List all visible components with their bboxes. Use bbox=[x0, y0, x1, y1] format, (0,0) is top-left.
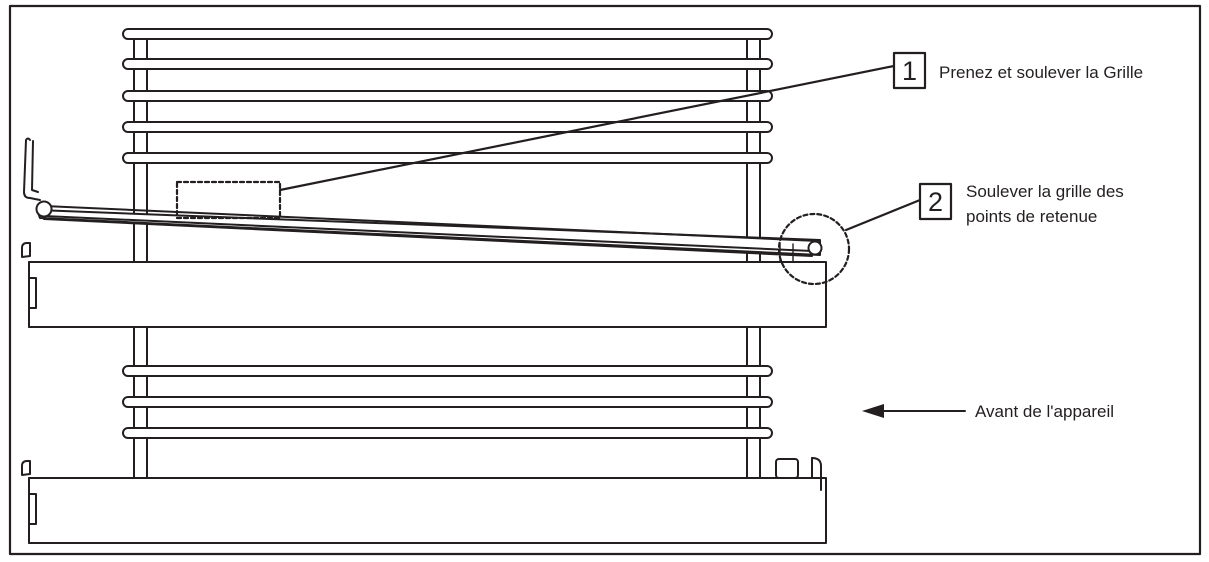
callout-2-text-line-2: points de retenue bbox=[966, 207, 1098, 226]
callout-1-leader bbox=[278, 64, 896, 192]
callout-2-badge: 2 bbox=[918, 182, 953, 221]
rack-wires-lower bbox=[122, 365, 773, 439]
rack-wires-upper bbox=[122, 28, 773, 164]
callout-2-number: 2 bbox=[928, 187, 943, 217]
grip-highlight-box bbox=[175, 180, 282, 220]
callout-1-badge: 1 bbox=[892, 51, 927, 90]
tilted-rack bbox=[23, 137, 823, 263]
callout-1-number: 1 bbox=[902, 56, 917, 86]
callout-2-leader bbox=[844, 198, 922, 232]
callout-2-text-line-1: Soulever la grille des bbox=[966, 182, 1124, 201]
retention-point-highlight-circle bbox=[777, 212, 851, 286]
support-rail-upper bbox=[21, 242, 827, 328]
support-rail-lower bbox=[21, 457, 827, 544]
callout-1-text: Prenez et soulever la Grille bbox=[939, 63, 1144, 82]
front-arrow bbox=[862, 404, 966, 418]
diagram-frame bbox=[8, 4, 1202, 556]
front-of-appliance-label: Avant de l'appareil bbox=[975, 402, 1115, 421]
